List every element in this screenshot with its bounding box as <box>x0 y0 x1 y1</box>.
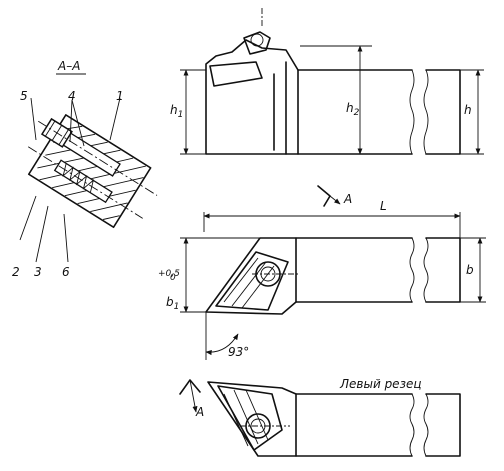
insert-left-hatching <box>223 389 269 447</box>
part-label-1: 1 <box>116 89 124 103</box>
part-label-3: 3 <box>34 265 42 279</box>
dim-b1-tol-zero: 0 <box>170 273 176 283</box>
dim-angle: 93° <box>228 345 249 359</box>
clamp-screw-top <box>243 31 271 55</box>
tool-head-side <box>205 39 299 155</box>
insert-hatching <box>223 257 275 309</box>
dim-b: b <box>466 263 474 277</box>
part-label-2: 2 <box>12 265 20 279</box>
insert-top <box>215 251 289 311</box>
section-title: A–A <box>57 59 80 73</box>
part-label-4: 4 <box>68 89 76 103</box>
dim-b1-tol-plus: +0,5 <box>158 269 180 279</box>
dim-b1: b1 <box>166 295 179 312</box>
section-arrow <box>317 185 331 207</box>
left-cutter-view: Левый резец A <box>179 377 461 457</box>
insert-side <box>209 61 263 87</box>
dim-L: L <box>380 199 387 213</box>
insert-left <box>217 385 283 451</box>
tool-head-top <box>205 237 297 315</box>
dim-h1: h1 <box>170 103 183 120</box>
section-a-a-view: A–A <box>12 59 158 279</box>
section-arrow-label: A <box>343 192 352 206</box>
top-view: A L b b1 +0,5 0 <box>158 185 486 360</box>
dim-h2: h2 <box>346 101 360 118</box>
part-label-5: 5 <box>20 89 28 103</box>
part-label-6: 6 <box>62 265 70 279</box>
holder-body-section <box>27 114 152 229</box>
side-view: h1 h2 h <box>170 8 484 155</box>
section-arrow-label-left: A <box>195 405 204 419</box>
section-body <box>27 114 158 229</box>
dim-h: h <box>464 103 472 117</box>
left-cutter-caption: Левый резец <box>339 377 422 391</box>
